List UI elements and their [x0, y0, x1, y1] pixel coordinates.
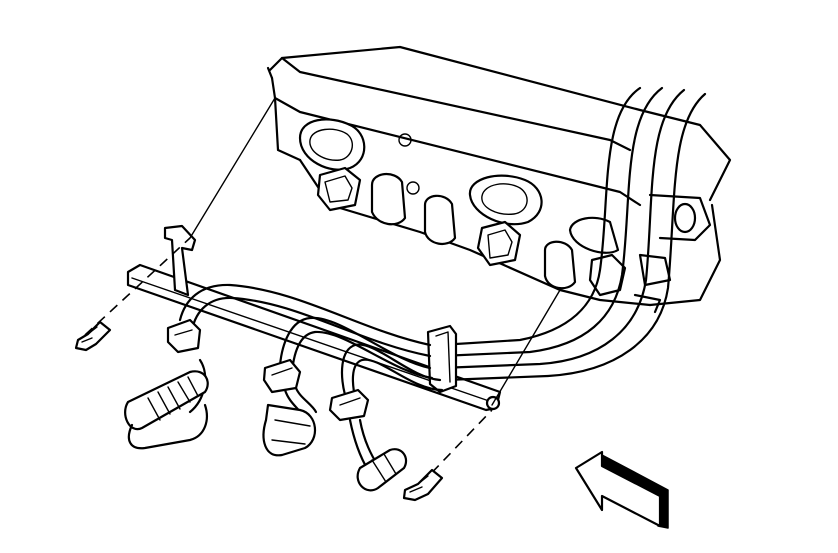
wire-bundle: [438, 86, 707, 382]
bolt-right: [402, 289, 561, 502]
exhaust-port-3: [568, 216, 620, 254]
wire-separators: [166, 318, 370, 422]
exhaust-port-2: [468, 174, 543, 226]
rail-bracket: [163, 224, 197, 297]
plug-leads: [178, 283, 444, 404]
spark-plug-boot-2: [262, 386, 318, 457]
exhaust-ports: [298, 118, 620, 254]
direction-arrow-icon: [574, 450, 669, 529]
bolt-hole-mid: [406, 181, 420, 195]
bolt-left: [74, 97, 276, 352]
wire-clip: [426, 324, 458, 394]
spark-plug-boot-1: [124, 358, 209, 450]
plug-bosses: [316, 166, 627, 297]
right-boss: [633, 193, 712, 314]
spark-plug-boot-3: [348, 418, 408, 492]
bolt-hole-top: [398, 133, 412, 147]
